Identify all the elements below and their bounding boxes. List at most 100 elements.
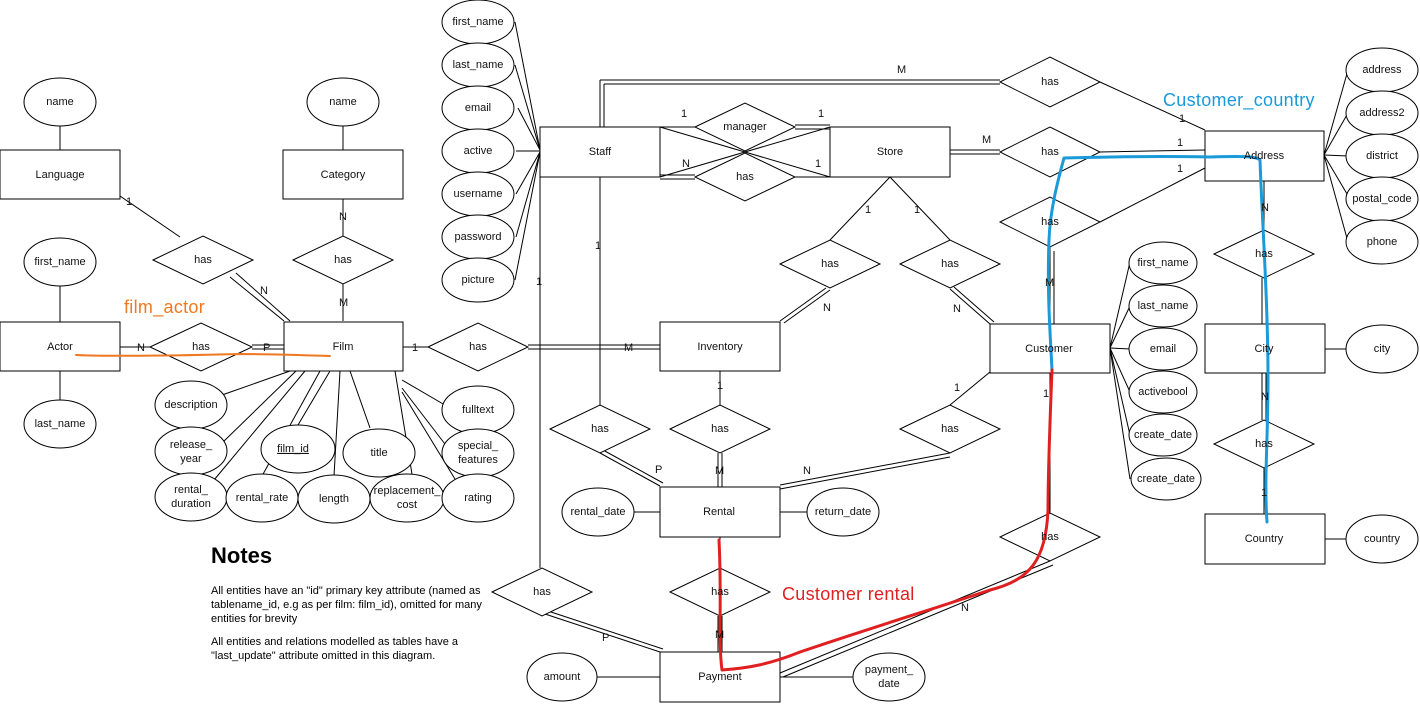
notes-line-1: All entities have an "id" primary key at… xyxy=(211,585,482,625)
attr-film-replacement-cost-text: replacement_ xyxy=(374,485,442,497)
customer-country-path xyxy=(1046,154,1270,524)
attr-film-description: description xyxy=(164,399,217,411)
entity-actor: Actor xyxy=(47,341,73,353)
attr-staff-password: password xyxy=(454,231,501,243)
attr-staff-first-name: first_name xyxy=(452,16,503,28)
card-store-works-1: 1 xyxy=(815,158,821,170)
cardinality-labels: 1 N N M N P 1 M M 1 1 1 N 1 M 1 1 M 1 N … xyxy=(126,64,1269,644)
attr-city-city: city xyxy=(1374,343,1391,355)
attr-film-special-features: special_features xyxy=(458,440,499,466)
attr-film-rental-rate: rental_rate xyxy=(236,492,289,504)
entity-payment: Payment xyxy=(698,671,741,683)
attr-staff-last-name: last_name xyxy=(453,59,504,71)
rel-store-customer: has xyxy=(941,258,959,270)
card-address-store-1: 1 xyxy=(1177,137,1183,149)
rel-customer-rental: has xyxy=(941,423,959,435)
entity-address: Address xyxy=(1244,150,1285,162)
card-staff-payment-1: 1 xyxy=(536,276,542,288)
attr-customer-email: email xyxy=(1150,343,1176,355)
attr-country-country: country xyxy=(1364,533,1401,545)
rel-address-city: has xyxy=(1255,248,1273,260)
card-country-1: 1 xyxy=(1261,487,1267,499)
card-customer-payment-1: 1 xyxy=(1043,388,1049,400)
attr-film-replacement-cost: replacement_cost xyxy=(374,485,442,511)
card-language-1: 1 xyxy=(126,196,132,208)
entity-store: Store xyxy=(877,146,903,158)
attr-address-district: district xyxy=(1366,150,1398,162)
rel-customer-address: has xyxy=(1041,216,1059,228)
rel-store-manager: manager xyxy=(723,121,767,133)
attr-staff-active: active xyxy=(464,145,493,157)
card-customer-address-m: M xyxy=(1045,277,1054,289)
card-customer-store-n: N xyxy=(953,303,961,315)
entity-customer: Customer xyxy=(1025,343,1073,355)
annotation-customer-rental: Customer rental xyxy=(782,584,915,604)
attr-address-phone: phone xyxy=(1367,236,1398,248)
attr-film-id: film_id xyxy=(277,443,309,455)
card-inventory-store-n: N xyxy=(823,302,831,314)
attr-category-name: name xyxy=(329,96,357,108)
attr-film-length: length xyxy=(319,493,349,505)
card-rental-staff-p: P xyxy=(655,464,662,476)
card-payment-rental-m: M xyxy=(715,629,724,641)
attr-film-release-year-text: release_ xyxy=(170,439,213,451)
attr-staff-email: email xyxy=(465,102,491,114)
attr-rental-return-date: return_date xyxy=(815,506,871,518)
rel-customer-payment: has xyxy=(1041,531,1059,543)
rel-city-country: has xyxy=(1255,438,1273,450)
card-payment-staff-p: P xyxy=(602,632,609,644)
rel-rental-payment: has xyxy=(711,586,729,598)
card-address-customer-1: 1 xyxy=(1177,163,1183,175)
card-rental-inventory-m: M xyxy=(715,465,724,477)
card-film-actor-p: P xyxy=(263,342,270,354)
notes-line-2: All entities and relations modelled as t… xyxy=(211,636,459,662)
attr-rental-rental-date: rental_date xyxy=(570,506,625,518)
rel-staff-store: has xyxy=(736,171,754,183)
card-store-cust-1: 1 xyxy=(914,204,920,216)
card-payment-customer-n: N xyxy=(961,602,969,614)
attr-film-rental-duration-text: rental_ xyxy=(174,484,209,496)
attr-address-address2: address2 xyxy=(1359,107,1404,119)
film-actor-underline xyxy=(75,352,331,357)
card-staff-manager-1: 1 xyxy=(681,108,687,120)
attr-customer-create-date-2: create_date xyxy=(1137,473,1195,485)
card-city-country-n: N xyxy=(1261,391,1269,403)
attr-film-rental-duration-text-line2: duration xyxy=(171,498,211,510)
card-inventory-rental-1: 1 xyxy=(717,380,723,392)
annotation-customer-country: Customer_country xyxy=(1163,90,1315,111)
relationship-labels: has has has has has manager has has has … xyxy=(192,76,1273,598)
card-staff-works-n: N xyxy=(682,158,690,170)
attr-customer-first-name: first_name xyxy=(1137,257,1188,269)
attr-film-rating: rating xyxy=(464,492,492,504)
attr-payment-payment-date-text-line2: date xyxy=(878,678,899,690)
card-film-category-m: M xyxy=(339,297,348,309)
attr-film-release-year: release_year xyxy=(170,439,213,465)
attribute-labels: name name first_name last_name descripti… xyxy=(34,16,1411,690)
card-store-inv-1: 1 xyxy=(865,204,871,216)
notes-heading: Notes xyxy=(211,543,273,568)
entity-category: Category xyxy=(321,169,366,181)
card-staff-address-m: M xyxy=(897,64,906,76)
entity-country: Country xyxy=(1245,533,1284,545)
entity-staff: Staff xyxy=(589,146,612,158)
annotation-film-actor: film_actor xyxy=(124,297,205,318)
attr-payment-payment-date: payment_date xyxy=(865,664,914,690)
card-customer-rental-1: 1 xyxy=(954,382,960,394)
rel-inventory-rental: has xyxy=(711,423,729,435)
rel-store-address: has xyxy=(1041,146,1059,158)
attr-language-name: name xyxy=(46,96,74,108)
annotation-strokes xyxy=(75,154,1270,672)
rel-staff-address: has xyxy=(1041,76,1059,88)
card-staff-rental-1: 1 xyxy=(595,240,601,252)
attr-film-fulltext: fulltext xyxy=(462,404,494,416)
attr-actor-first-name: first_name xyxy=(34,256,85,268)
entity-city: City xyxy=(1255,343,1274,355)
attr-film-rental-duration: rental_ duration xyxy=(171,484,211,510)
entity-language: Language xyxy=(36,169,85,181)
rel-film-language: has xyxy=(194,254,212,266)
customer-rental-path xyxy=(717,368,1054,672)
attr-payment-amount: amount xyxy=(544,671,581,683)
card-address-city-n: N xyxy=(1261,202,1269,214)
rel-staff-rental: has xyxy=(591,423,609,435)
entity-rental: Rental xyxy=(703,506,735,518)
